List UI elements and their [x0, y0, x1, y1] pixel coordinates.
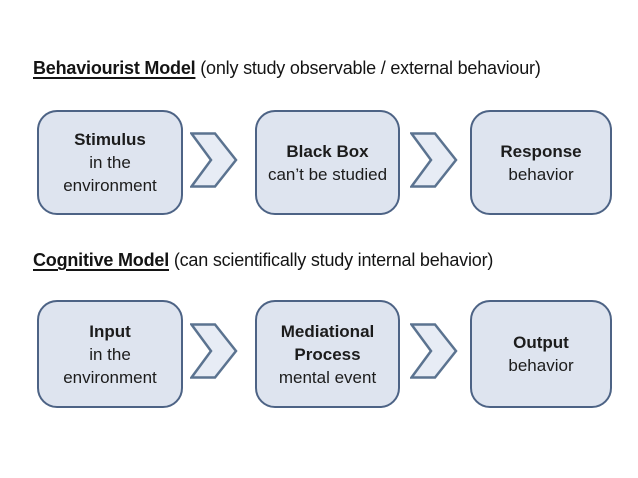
chevron-right-icon [410, 323, 458, 379]
heading-title: Cognitive Model [33, 250, 169, 270]
box-line: environment [63, 176, 157, 195]
box-line: behavior [508, 356, 574, 375]
black-box-box: Black Box can’t be studied [255, 110, 400, 215]
response-box: Response behavior [470, 110, 612, 215]
box-line: in the [89, 153, 131, 172]
box-line: Output [513, 333, 569, 352]
box-line: can’t be studied [267, 164, 388, 184]
box-line: in the [89, 344, 131, 364]
behaviourist-flow-row: Stimulus in the environment Black Box ca… [37, 110, 612, 215]
heading-title: Behaviourist Model [33, 58, 196, 78]
box-line: environment [63, 367, 157, 387]
box-line: Mediational [280, 321, 375, 341]
chevron-right-icon [190, 131, 238, 188]
box-line: Stimulus [74, 130, 146, 149]
heading-note: (can scientifically study internal behav… [173, 250, 494, 270]
heading-note: (only study observable / external behavi… [200, 58, 541, 78]
stimulus-box: Stimulus in the environment [37, 110, 183, 215]
cognitive-flow-row: Input in the environment Mediational Pro… [37, 300, 612, 408]
input-box: Input in the environment [37, 300, 183, 408]
box-line: mental event [278, 367, 377, 387]
box-line: Process [294, 344, 361, 364]
chevron-right-icon [190, 323, 238, 379]
box-line: Response [500, 141, 582, 161]
box-line: behavior [508, 164, 574, 184]
mediational-process-box: Mediational Process mental event [255, 300, 400, 408]
box-line: Black Box [286, 141, 369, 161]
box-line: Input [89, 321, 131, 341]
behaviourist-model-heading: Behaviourist Model (only study observabl… [33, 58, 541, 79]
chevron-right-icon [410, 131, 458, 188]
cognitive-model-heading: Cognitive Model (can scientifically stud… [33, 250, 493, 271]
output-box: Output behavior [470, 300, 612, 408]
